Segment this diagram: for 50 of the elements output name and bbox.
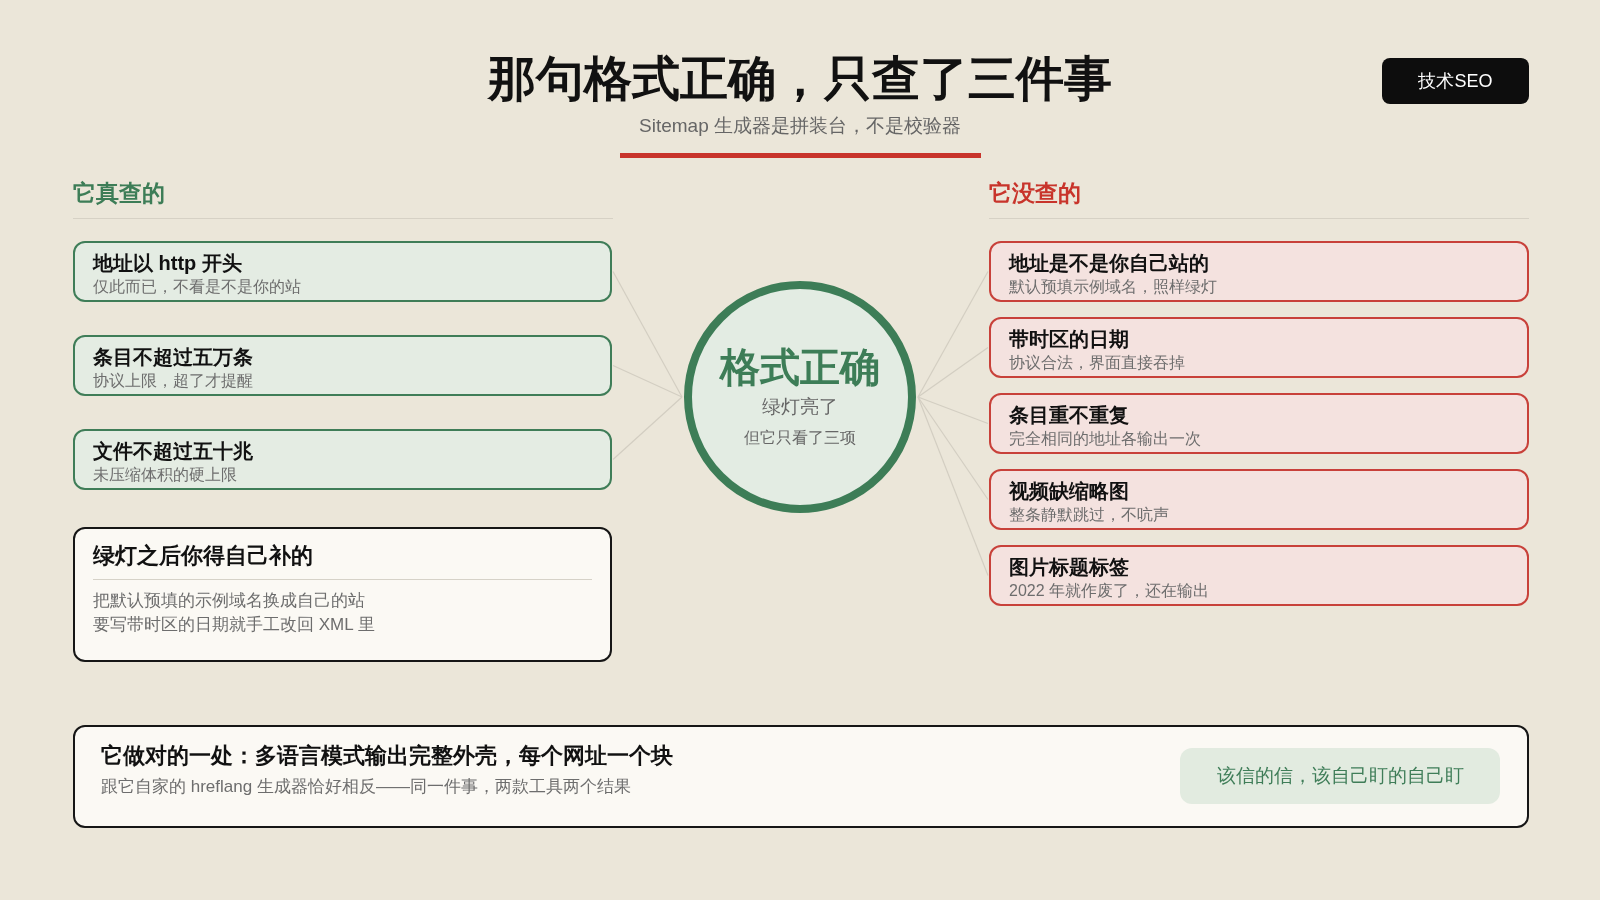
card-title: 带时区的日期 <box>1009 327 1129 352</box>
checked-item-card <box>73 429 612 490</box>
unchecked-item-card <box>989 393 1529 454</box>
card-title: 地址以 http 开头 <box>93 251 242 276</box>
tag-text: 技术SEO <box>1418 70 1493 93</box>
summary-banner <box>73 725 1529 828</box>
checked-item-card <box>73 241 612 302</box>
banner-title: 它做对的一处：多语言模式输出完整外壳，每个网址一个块 <box>101 742 673 770</box>
connector-line <box>917 396 989 501</box>
card-title: 视频缺缩略图 <box>1009 479 1129 504</box>
banner-text: 跟它自家的 hreflang 生成器恰好相反——同一件事，两款工具两个结果 <box>101 776 631 798</box>
unchecked-item-card <box>989 241 1529 302</box>
unchecked-item-card <box>989 469 1529 530</box>
card-text: 把默认预填的示例域名换成自己的站 <box>93 590 365 612</box>
connector-line <box>612 396 683 461</box>
card-title: 文件不超过五十兆 <box>93 439 253 464</box>
card-text: 完全相同的地址各输出一次 <box>1009 429 1201 449</box>
page-title: 那句格式正确，只查了三件事 <box>488 51 1112 107</box>
connector-line <box>612 364 683 398</box>
connector-line <box>612 270 683 398</box>
unchecked-item-card <box>989 545 1529 606</box>
card-text: 默认预填示例域名，照样绿灯 <box>1009 277 1217 297</box>
category-tag <box>1382 58 1529 104</box>
section-heading: 它真查的 <box>73 179 165 208</box>
card-title: 条目重不重复 <box>1009 403 1129 428</box>
connector-line <box>917 346 989 398</box>
card-text: 协议上限，超了才提醒 <box>93 371 253 391</box>
card-text: 2022 年就作废了，还在输出 <box>1009 581 1210 601</box>
card-text: 仅此而已，不看是不是你的站 <box>93 277 301 297</box>
connector-line <box>917 396 989 425</box>
card-title: 地址是不是你自己站的 <box>1009 251 1209 276</box>
takeaway-pill <box>1180 748 1500 804</box>
card-text: 未压缩体积的硬上限 <box>93 465 237 485</box>
card-title: 图片标题标签 <box>1009 555 1129 580</box>
card-text: 要写带时区的日期就手工改回 XML 里 <box>93 614 375 636</box>
pill-text: 该信的信，该自己盯的自己盯 <box>1216 764 1464 788</box>
unchecked-item-card <box>989 317 1529 378</box>
card-title: 绿灯之后你得自己补的 <box>93 542 313 570</box>
connector-line <box>917 270 989 398</box>
section-heading: 它没查的 <box>989 179 1081 208</box>
checked-item-card <box>73 335 612 396</box>
card-text: 协议合法，界面直接吞掉 <box>1009 353 1185 373</box>
card-title: 条目不超过五万条 <box>93 345 253 370</box>
page-subtitle: Sitemap 生成器是拼装台，不是校验器 <box>639 114 961 138</box>
card-text: 整条静默跳过，不吭声 <box>1009 505 1169 525</box>
circle-text: 但它只看了三项 <box>744 428 856 448</box>
connector-line <box>917 396 989 577</box>
circle-text: 绿灯亮了 <box>762 395 838 419</box>
circle-title: 格式正确 <box>720 344 880 391</box>
todo-card <box>73 527 612 662</box>
